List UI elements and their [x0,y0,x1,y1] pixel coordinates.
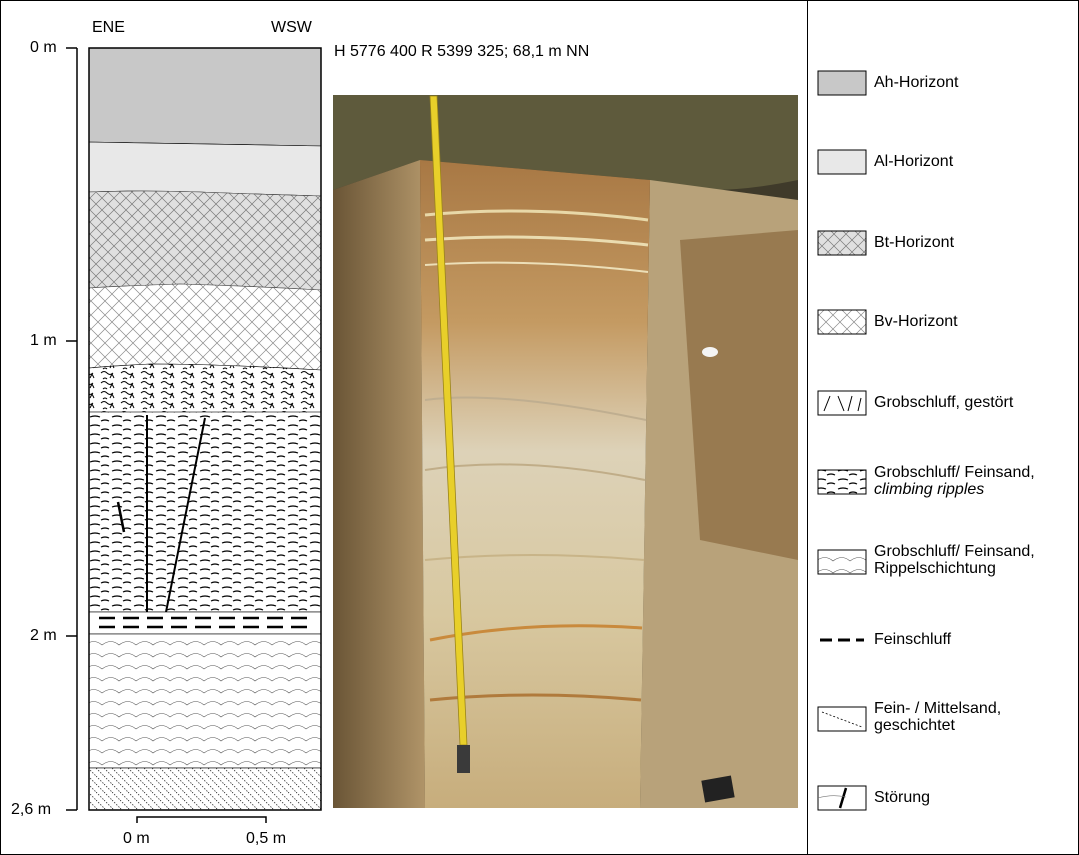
layer-bv [88,283,322,371]
legend-symbol-fine-medium-sand [817,706,867,732]
depth-tick-0: 0 m [30,39,57,56]
layer-ah [88,47,322,147]
legend-label: Grobschluff, gestört [874,394,1014,411]
direction-label-right: WSW [271,19,312,36]
depth-tick-2: 2 m [30,627,57,644]
layer-disturbed-silt [88,363,322,415]
layer-ripple-bedding [88,633,322,769]
layer-bt [88,190,322,291]
scale-bar-label-end: 0,5 m [246,830,287,847]
layer-fine-medium-sand [88,767,322,811]
legend-label: Feinschluff [874,631,952,648]
legend-symbols [817,70,867,811]
legend-label: Bv-Horizont [874,313,958,330]
legend-label: Fein- / Mittelsand, [874,700,1002,717]
legend-label: Al-Horizont [874,153,954,170]
fault-line [165,417,206,613]
fault-line [116,501,126,533]
layer-al [88,141,322,197]
legend-symbol-climbing-ripples [817,469,867,495]
legend-label: Ah-Horizont [874,74,959,91]
legend-label-line2: Rippelschichtung [874,560,996,577]
legend-symbol-bt [817,230,867,256]
legend-label: Grobschluff/ Feinsand, [874,543,1035,560]
legend-symbol-ah [817,70,867,96]
legend-label: Grobschluff/ Feinsand, [874,464,1035,481]
layer-fine-silt [88,611,322,635]
layer-climbing-ripples [88,411,322,613]
legend-symbol-al [817,149,867,175]
direction-label-left: ENE [92,19,125,36]
legend-label: Störung [874,789,931,806]
legend-label: Bt-Horizont [874,234,955,251]
profile-photo [333,95,798,808]
scale-bar [136,816,267,823]
depth-tick-1: 1 m [30,332,57,349]
legend-label-line2: geschichtet [874,717,955,734]
legend-label-italic: climbing ripples [874,481,985,498]
legend-symbol-ripple-bedding [817,549,867,575]
depth-tick-3: 2,6 m [11,801,52,818]
legend-symbol-disturbed [817,390,867,416]
legend-divider [807,0,808,855]
legend-symbol-bv [817,309,867,335]
photo-coordinates: H 5776 400 R 5399 325; 68,1 m NN [334,43,590,60]
scale-bar-label-start: 0 m [123,830,150,847]
